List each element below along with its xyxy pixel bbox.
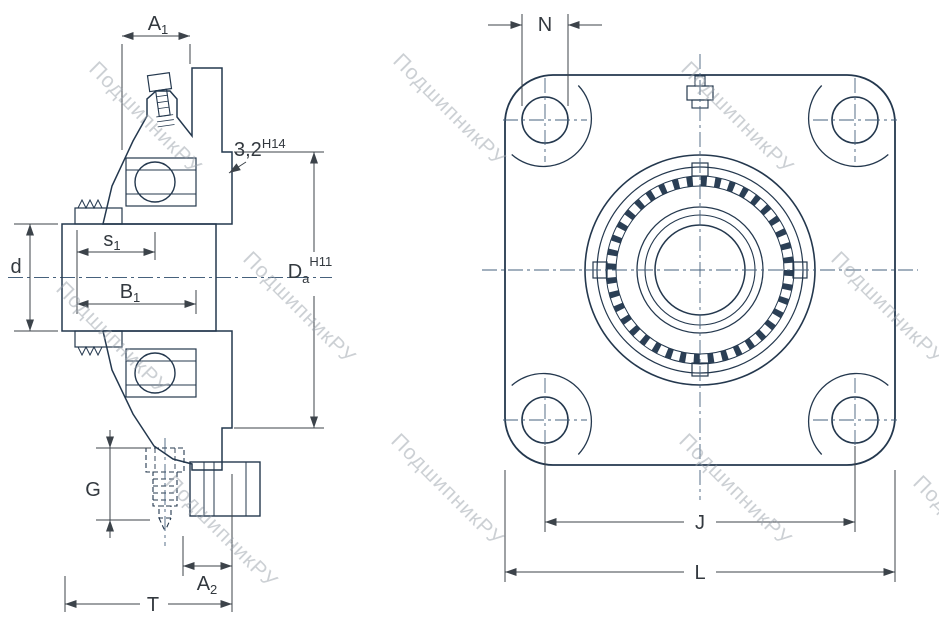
watermark-text: ПодшипникРУ — [908, 471, 939, 593]
dim-label-n: N — [538, 14, 552, 36]
dim-label-groove: 3,2H14 — [234, 136, 286, 161]
corner-lobe-arc — [808, 85, 889, 168]
watermark-text: ПодшипникРУ — [51, 277, 173, 399]
watermarks: ПодшипникРУ ПодшипникРУ ПодшипникРУ Подш… — [51, 49, 939, 593]
dim-label-a2: A2 — [197, 573, 218, 597]
corner-lobe-arc — [511, 85, 592, 168]
left-view-dimensions: A1 3,2H14 s1 d B1 DaH11 G — [10, 13, 332, 616]
corner-lobe-arc — [808, 372, 889, 455]
ball-bottom — [134, 352, 176, 394]
corner-lobe-arc — [511, 372, 592, 455]
bearing-ring-top — [125, 157, 197, 207]
bearing-ring-bottom — [125, 348, 197, 398]
dim-label-da: DaH11 — [288, 254, 333, 286]
grease-fitting-boss — [189, 461, 261, 517]
ball-top — [134, 161, 176, 203]
dim-label-a1: A1 — [148, 13, 169, 37]
housing-top-section — [102, 67, 233, 225]
watermark-text: ПодшипникРУ — [388, 49, 510, 171]
dim-label-b1: B1 — [120, 281, 141, 305]
right-view-dimensions: N J L — [488, 14, 896, 584]
watermark-text: ПодшипникРУ — [674, 429, 796, 551]
housing-bottom-section — [102, 330, 233, 471]
watermark-text: ПодшипникРУ — [84, 57, 206, 179]
dim-label-s1: s1 — [103, 229, 120, 253]
dim-label-j: J — [695, 512, 705, 534]
watermark-text: ПодшипникРУ — [826, 247, 939, 369]
watermark-text: ПодшипникРУ — [386, 429, 508, 551]
locking-collar — [74, 198, 123, 357]
dim-label-d: d — [10, 256, 21, 278]
watermark-text: ПодшипникРУ — [160, 471, 282, 593]
dim-label-t: T — [147, 594, 159, 616]
dim-label-g: G — [85, 479, 101, 501]
left-section-view — [8, 67, 332, 546]
right-front-view — [482, 54, 918, 500]
dim-label-l: L — [694, 562, 705, 584]
set-screw — [146, 72, 175, 128]
